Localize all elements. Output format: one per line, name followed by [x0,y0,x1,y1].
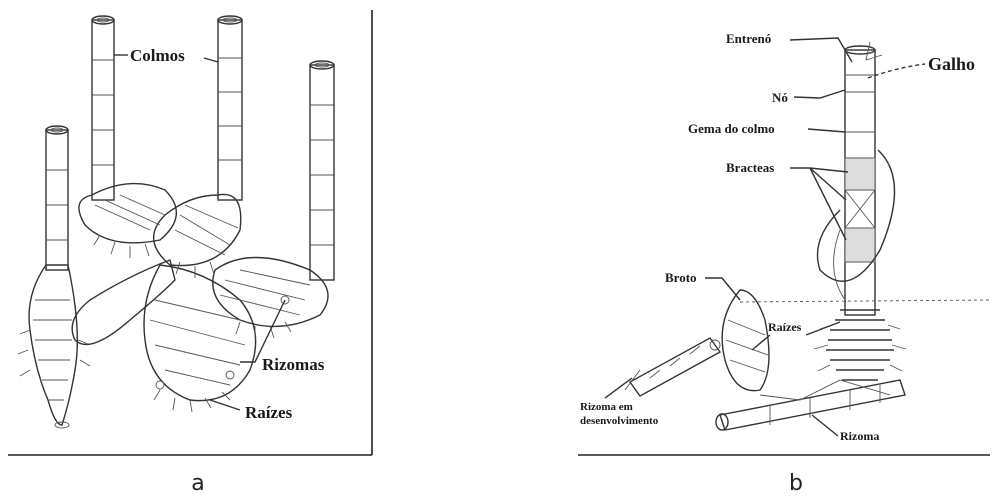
root-cluster [814,310,906,380]
rhizome-lower [716,380,905,430]
figure-b-drawing: Entrenó Galho Nó Gema do colmo Bracteas … [578,31,990,496]
entreno-leader [790,38,852,62]
label-bracteas: Bracteas [726,160,774,175]
galho-leader [868,64,925,78]
rhizome-developing [625,338,720,396]
label-raizes: Raízes [245,403,293,422]
label-colmos: Colmos [130,46,185,65]
rizoma-dev-leader [605,378,632,398]
main-culm [845,42,882,315]
label-entreno: Entrenó [726,31,771,46]
figure-a-drawing: Colmos Rizomas Raízes a [8,10,372,496]
label-rizoma: Rizoma [840,429,879,443]
label-raizes-b: Raízes [768,320,802,334]
label-rizomas: Rizomas [262,355,325,374]
rizoma-leader [812,415,838,436]
caption-a: a [191,471,204,496]
no-leader [794,90,845,98]
caption-b: b [789,471,803,496]
culm-2 [218,16,242,200]
label-rizoma-dev-2: desenvolvimento [580,415,659,427]
culm-4 [46,126,68,270]
label-galho: Galho [928,54,975,74]
raizes-leader [210,400,240,410]
culm-3 [310,61,334,280]
bracteas-leader [790,168,848,240]
culm-1 [92,16,114,200]
gema-leader [808,129,845,132]
label-no: Nó [772,90,788,105]
label-broto: Broto [665,270,697,285]
bud-shoot [722,290,769,391]
label-gema: Gema do colmo [688,121,775,136]
label-rizoma-dev-1: Rizoma em [580,401,633,413]
colmos-leader-right [204,58,218,62]
